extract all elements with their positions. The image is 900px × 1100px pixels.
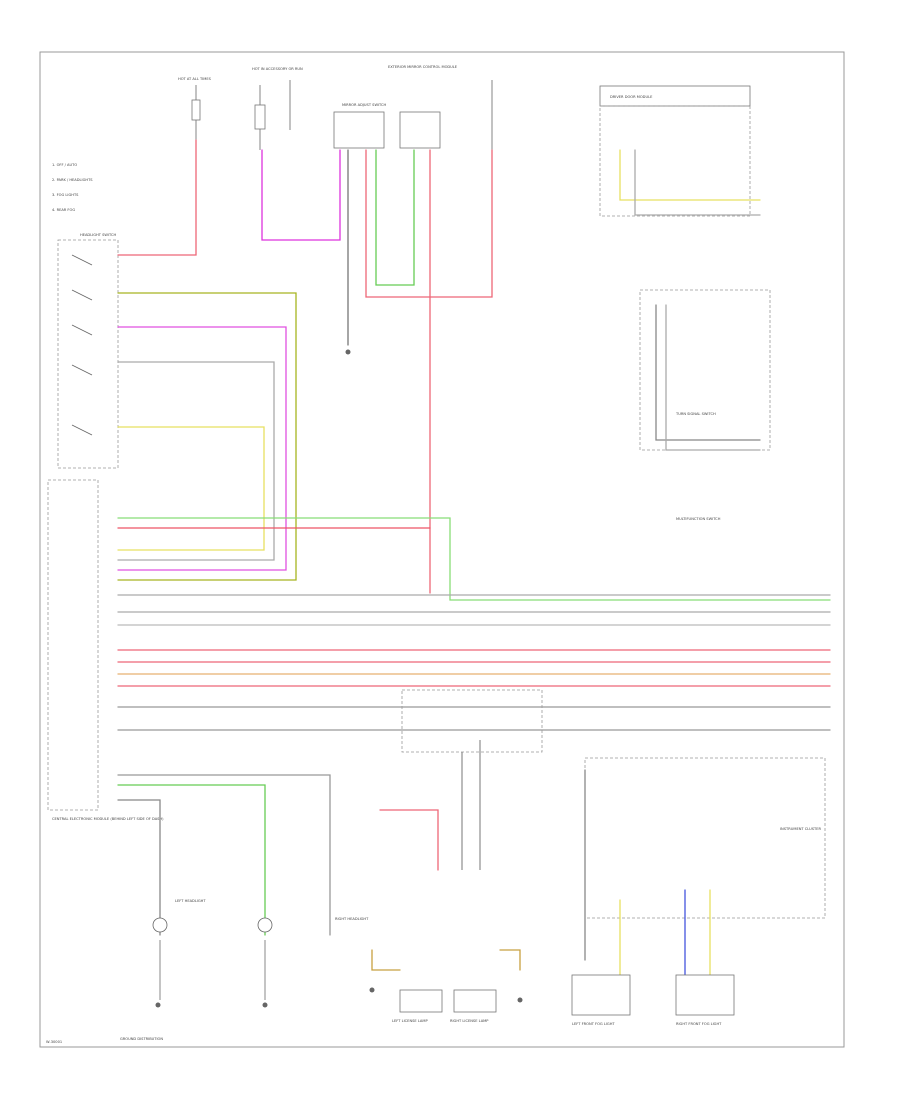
ground-symbol-2	[155, 1002, 161, 1008]
wire-left-headlight-feed	[117, 799, 161, 936]
label-top-left-fuse: HOT AT ALL TIMES	[178, 77, 212, 81]
wire-green-mirror	[375, 149, 415, 286]
label-right-headlight: RIGHT HEADLIGHT	[335, 917, 369, 921]
wire-mirror-red	[365, 149, 493, 298]
left-headlight-lamp: LEFT HEADLIGHT	[152, 899, 206, 1000]
label-central-module: CENTRAL ELECTRONIC MODULE (BEHIND LEFT S…	[52, 817, 164, 821]
wire-green-long	[117, 517, 831, 601]
wire-red-top-feed	[117, 139, 197, 256]
headlight-switch: HEADLIGHT SWITCH	[57, 233, 119, 469]
driver-door-module: DRIVER DOOR MODULE	[599, 85, 761, 217]
wire-green-right-headlight	[117, 784, 266, 936]
wire-magenta-feed	[261, 149, 341, 241]
label-left-headlight: LEFT HEADLIGHT	[175, 899, 206, 903]
legend-line-4: 4. REAR FOG	[52, 208, 75, 212]
label-driver-door-module: DRIVER DOOR MODULE	[610, 95, 653, 99]
legend-line-2: 2. PARK / HEADLIGHTS	[52, 178, 93, 182]
label-right-plate: RIGHT LICENSE LAMP	[450, 1019, 489, 1023]
footer-label: W-30001	[46, 1040, 62, 1044]
ground-symbol-1	[345, 349, 351, 355]
label-mirror-switch: MIRROR ADJUST SWITCH	[342, 103, 387, 107]
label-right-fog: RIGHT FRONT FOG LIGHT	[676, 1022, 722, 1026]
wire-yellow-loop	[117, 426, 265, 551]
fuse-box-top: HOT IN ACCESSORY OR RUN	[252, 67, 303, 150]
ground-symbol-3	[262, 1002, 268, 1008]
ground-symbol-5	[517, 997, 523, 1003]
instrument-cluster: INSTRUMENT CLUSTER LEFT FRONT FOG LIGHT …	[571, 757, 826, 1026]
wire-magenta-loop	[117, 326, 287, 571]
ground-caption: GROUND DISTRIBUTION	[120, 1037, 163, 1041]
legend-line-1: 1. OFF / AUTO	[52, 163, 77, 167]
wire-olive-loop	[117, 292, 297, 581]
right-headlight-lamp: RIGHT HEADLIGHT	[257, 917, 369, 1000]
diagram-border	[39, 51, 845, 1048]
label-left-fog: LEFT FRONT FOG LIGHT	[572, 1022, 615, 1026]
fuse-top-left: HOT AT ALL TIMES	[178, 77, 212, 140]
label-turn-signal: TURN SIGNAL SWITCH	[675, 412, 716, 416]
label-mirror-module: EXTERIOR MIRROR CONTROL MODULE	[388, 65, 458, 69]
exterior-mirror-module: EXTERIOR MIRROR CONTROL MODULE	[388, 65, 493, 150]
wire-gray-loop	[117, 361, 275, 561]
right-fog-lamp: RIGHT LICENSE LAMP	[450, 949, 521, 1023]
label-headlight-switch: HEADLIGHT SWITCH	[80, 233, 116, 237]
mirror-adjust-switch: MIRROR ADJUST SWITCH	[333, 103, 387, 149]
label-multifunction: MULTIFUNCTION SWITCH	[676, 517, 721, 521]
central-electronic-module: CENTRAL ELECTRONIC MODULE (BEHIND LEFT S…	[47, 479, 164, 821]
turn-signal-switch: TURN SIGNAL SWITCH MULTIFUNCTION SWITCH	[639, 289, 771, 521]
label-instrument-cluster: INSTRUMENT CLUSTER	[780, 827, 821, 831]
legend-block: 1. OFF / AUTO 2. PARK / HEADLIGHTS 3. FO…	[52, 163, 93, 212]
wire-red-fog	[379, 809, 439, 871]
label-left-plate: LEFT LICENSE LAMP	[392, 1019, 428, 1023]
label-fuse-box: HOT IN ACCESSORY OR RUN	[252, 67, 303, 71]
ground-symbol-4	[369, 987, 375, 993]
legend-line-3: 3. FOG LIGHTS	[52, 193, 79, 197]
wire-gray-right-headlight	[117, 774, 331, 936]
left-fog-lamp: LEFT LICENSE LAMP	[371, 949, 443, 1023]
junction-box-middle	[401, 689, 543, 870]
